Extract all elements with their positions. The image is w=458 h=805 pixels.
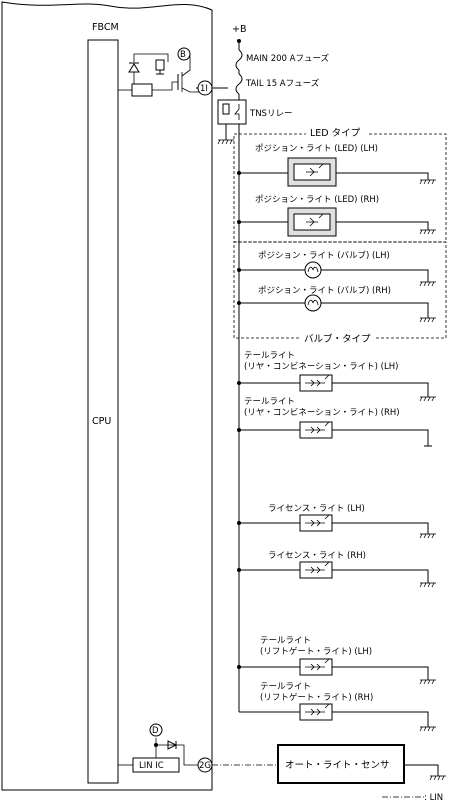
bulb-group-box [233, 241, 447, 339]
legend-lin-label: : LIN [424, 793, 443, 803]
junction-dot [237, 568, 241, 572]
liftgate-lamp-lh-ground-wire [332, 666, 429, 680]
tail-fuse-label: TAIL 15 Aフューズ [245, 78, 320, 89]
tns-relay-box [217, 99, 247, 125]
fbcm-module-outline [1, 1, 213, 791]
tail-lamp-lh-label-1: テールライト [244, 351, 295, 361]
junction-dot [154, 743, 158, 747]
license-lamp-rh-label: ライセンス・ライト (RH) [268, 551, 366, 561]
relay-coil-symbol [222, 103, 230, 115]
bulb-filament-icon [307, 299, 319, 306]
bulb-group-label-bg [300, 332, 374, 344]
bulb-lamp-rh-label: ポジション・ライト (バルブ) (RH) [258, 285, 391, 296]
junction-dot [237, 301, 241, 305]
ground-icon [419, 281, 436, 287]
main-fuse-icon [235, 49, 243, 71]
liftgate-lamp-rh-ground-wire [332, 711, 429, 727]
tns-relay-label: TNSリレー [249, 109, 292, 119]
bulb-lamp-rh-ground-wire [321, 302, 429, 318]
license-lamp-lh-label: ライセンス・ライト (LH) [268, 504, 365, 514]
led-symbol-icon [305, 514, 330, 527]
ground-icon [419, 396, 436, 402]
lin-diode-icon [167, 740, 178, 750]
junction-dot [237, 521, 241, 525]
tail-lamp-rh-label-2: (リヤ・コンビネーション・ライト) (RH) [244, 408, 400, 418]
ground-icon [419, 179, 436, 185]
ground-icon [217, 139, 234, 145]
led-lamp-lh-label: ポジション・ライト (LED) (LH) [255, 144, 378, 154]
led-symbol-icon [305, 703, 330, 716]
license-lamp-rh-ground-wire [332, 569, 429, 583]
liftgate-lamp-rh-label-1: テールライト [260, 682, 311, 692]
ground-icon [419, 582, 436, 588]
bulb-filament-icon [307, 266, 319, 273]
ground-icon [419, 229, 436, 235]
junction-dot [237, 381, 241, 385]
connector-b-label: B [180, 50, 186, 60]
junction-dot [237, 220, 241, 224]
ground-icon [419, 533, 436, 539]
diode-icon [128, 63, 140, 73]
bulb-group-label: バルブ・タイプ [304, 333, 371, 345]
connector-b-icon [177, 47, 191, 61]
led-lamp-rh-label: ポジション・ライト (LED) (RH) [255, 195, 379, 205]
sensor-ground-wire [404, 764, 439, 776]
led-symbol-icon [305, 421, 330, 434]
led-symbol-icon [305, 374, 330, 387]
diode-branch [133, 53, 169, 62]
junction-dot [237, 665, 241, 669]
driver-wire-2 [152, 81, 178, 91]
tail-lamp-lh-label-2: (リヤ・コンビネーション・ライト) (LH) [244, 362, 398, 372]
ground-icon [429, 775, 446, 781]
ground-icon [419, 679, 436, 685]
main-fuse-label: MAIN 200 Aフューズ [246, 53, 330, 64]
terminal-2g-label: 2G [199, 761, 211, 771]
liftgate-lamp-rh-label-2: (リフトゲート・ライト) (RH) [260, 692, 373, 703]
led-symbol-icon [306, 213, 324, 227]
tail-lamp-rh-label-1: テールライト [244, 397, 295, 407]
ground-icon [419, 317, 436, 323]
junction-dot [237, 171, 241, 175]
led-group-label-bg [306, 126, 368, 138]
connector-d-label: D [152, 726, 159, 736]
driver-block [131, 83, 153, 97]
cpu-label: CPU [92, 416, 111, 427]
tail-fuse-icon [235, 73, 243, 95]
license-lamp-lh-ground-wire [332, 522, 429, 534]
led-symbol-icon [305, 658, 330, 671]
led-group-label: LED タイプ [310, 128, 361, 139]
connector-d-icon [149, 723, 163, 737]
bulb-lamp-lh-ground-wire [321, 269, 429, 282]
relay-coil-icon [155, 59, 165, 71]
junction-dot [237, 428, 241, 432]
junction-dot [237, 268, 241, 272]
auto-light-sensor-box [277, 744, 405, 784]
tail-lamp-rh-ground-wire [332, 429, 429, 446]
resistor-small-icon [156, 70, 164, 75]
lin-ic-power [155, 744, 198, 766]
led-symbol-icon [306, 163, 324, 177]
ground-icon [419, 726, 436, 732]
cpu-block [87, 39, 119, 784]
tail-lamp-lh-ground-wire [332, 382, 429, 397]
relay-contact-symbol [234, 104, 240, 120]
fbcm-title: FBCM [92, 22, 119, 33]
terminal-1i-label: 1I [200, 84, 208, 94]
bulb-lamp-lh-label: ポジション・ライト (バルブ) (LH) [258, 250, 390, 261]
liftgate-lamp-lh-label-1: テールライト [260, 636, 311, 646]
led-lamp-lh-ground-wire [336, 172, 429, 180]
liftgate-lamp-lh-label-2: (リフトゲート・ライト) (LH) [260, 646, 372, 657]
led-lamp-rh-ground-wire [336, 221, 429, 230]
lin-ic-label: LIN IC [139, 761, 164, 771]
led-symbol-icon [305, 561, 330, 574]
transistor-emitter [181, 87, 200, 93]
battery-label: +B [232, 24, 246, 35]
auto-light-sensor-label: オート・ライト・センサ [285, 760, 390, 771]
